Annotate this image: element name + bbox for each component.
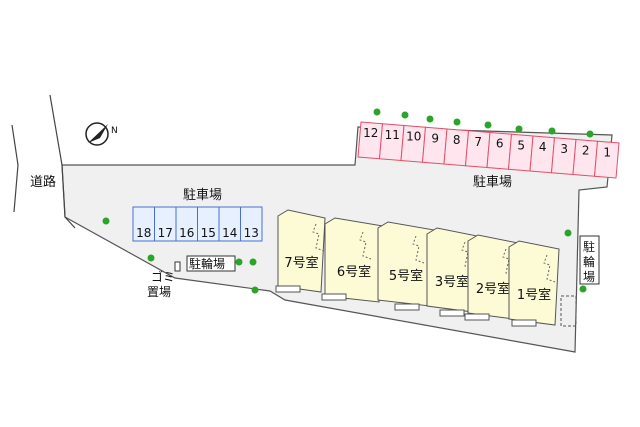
bike-left-label: 駐輪場 — [189, 256, 225, 271]
parking-stall-number: 11 — [385, 128, 400, 142]
building-unit — [324, 217, 384, 303]
parking-stall-number: 6 — [496, 137, 504, 151]
tree-icon — [453, 118, 461, 126]
parking-lower: 18 17 16 15 14 13 — [132, 206, 263, 242]
parking-stall-number: 16 — [179, 226, 194, 240]
road-edge-right — [49, 94, 76, 229]
tree-icon — [564, 229, 572, 237]
dashed-area — [560, 295, 577, 327]
tree-icon — [102, 217, 110, 225]
parking-stall-number: 5 — [517, 138, 525, 152]
unit-label: 3号室 — [435, 274, 469, 290]
unit-stair-dashed — [359, 231, 372, 260]
bike-right-label-3: 場 — [583, 270, 595, 284]
garbage-label-line1: ゴミ — [151, 269, 175, 284]
parking-stall-number: 15 — [201, 226, 216, 240]
parking-stall — [240, 206, 263, 242]
parking-stall-number: 3 — [560, 142, 568, 156]
parking-left-label: 駐車場 — [183, 188, 222, 203]
tree-icon — [373, 108, 381, 116]
parking-stall — [593, 140, 620, 179]
unit-label: 6号室 — [337, 264, 371, 280]
tree-icon — [484, 121, 492, 129]
compass-north-label: N — [111, 126, 118, 136]
tree-icon — [586, 130, 594, 138]
parking-stall-number: 17 — [158, 226, 173, 240]
unit-step — [321, 293, 347, 301]
unit-label: 5号室 — [389, 268, 423, 284]
parking-stall-number: 14 — [222, 226, 237, 240]
bike-right-label-1: 駐 — [583, 239, 595, 254]
bike-right-label-2: 輪 — [583, 254, 595, 269]
bike-right-box — [579, 235, 600, 285]
parking-stall-number: 1 — [603, 145, 611, 159]
parking-stall-number: 7 — [474, 135, 482, 149]
tree-icon — [147, 254, 155, 262]
bike-left-marker — [174, 261, 181, 272]
unit-label: 7号室 — [284, 255, 318, 271]
tree-icon — [426, 115, 434, 123]
parking-stall-number: 18 — [136, 226, 151, 240]
unit-label: 2号室 — [476, 281, 510, 297]
road-edge-left — [11, 124, 19, 213]
tree-icon — [548, 127, 556, 135]
parking-stall-number: 10 — [406, 130, 421, 144]
unit-step — [275, 285, 301, 293]
trees — [102, 108, 594, 294]
tree-icon — [251, 286, 259, 294]
tree-icon — [579, 285, 587, 293]
parking-stall-number: 8 — [453, 133, 461, 147]
unit-step — [464, 313, 490, 321]
building-unit — [508, 240, 560, 326]
tree-icon — [249, 258, 257, 266]
parking-stall-number: 9 — [431, 131, 439, 145]
unit-stair-dashed — [412, 235, 425, 264]
garbage-label-line2: 置場 — [147, 285, 171, 299]
parking-stall-number: 4 — [539, 140, 547, 154]
unit-label: 1号室 — [517, 287, 551, 303]
parking-right-label: 駐車場 — [473, 175, 512, 190]
tree-icon — [235, 258, 243, 266]
unit-stair-dashed — [543, 254, 556, 283]
tree-icon — [515, 125, 523, 133]
unit-step — [439, 309, 465, 317]
parking-stall-number: 12 — [363, 126, 378, 140]
building-unit — [277, 209, 326, 293]
compass-icon: N — [85, 122, 118, 146]
unit-step — [394, 303, 420, 311]
parking-stall-number: 13 — [244, 226, 259, 240]
tree-icon — [401, 111, 409, 119]
building-units: 7号室 6号室 5号室 3号室 2号室 1号室 — [275, 209, 560, 327]
road-label: 道路 — [30, 174, 56, 190]
parking-stall-number: 2 — [582, 144, 590, 158]
bike-left-box — [186, 255, 236, 272]
unit-step — [511, 319, 537, 327]
building-unit — [377, 221, 435, 307]
unit-stair-dashed — [312, 223, 325, 252]
